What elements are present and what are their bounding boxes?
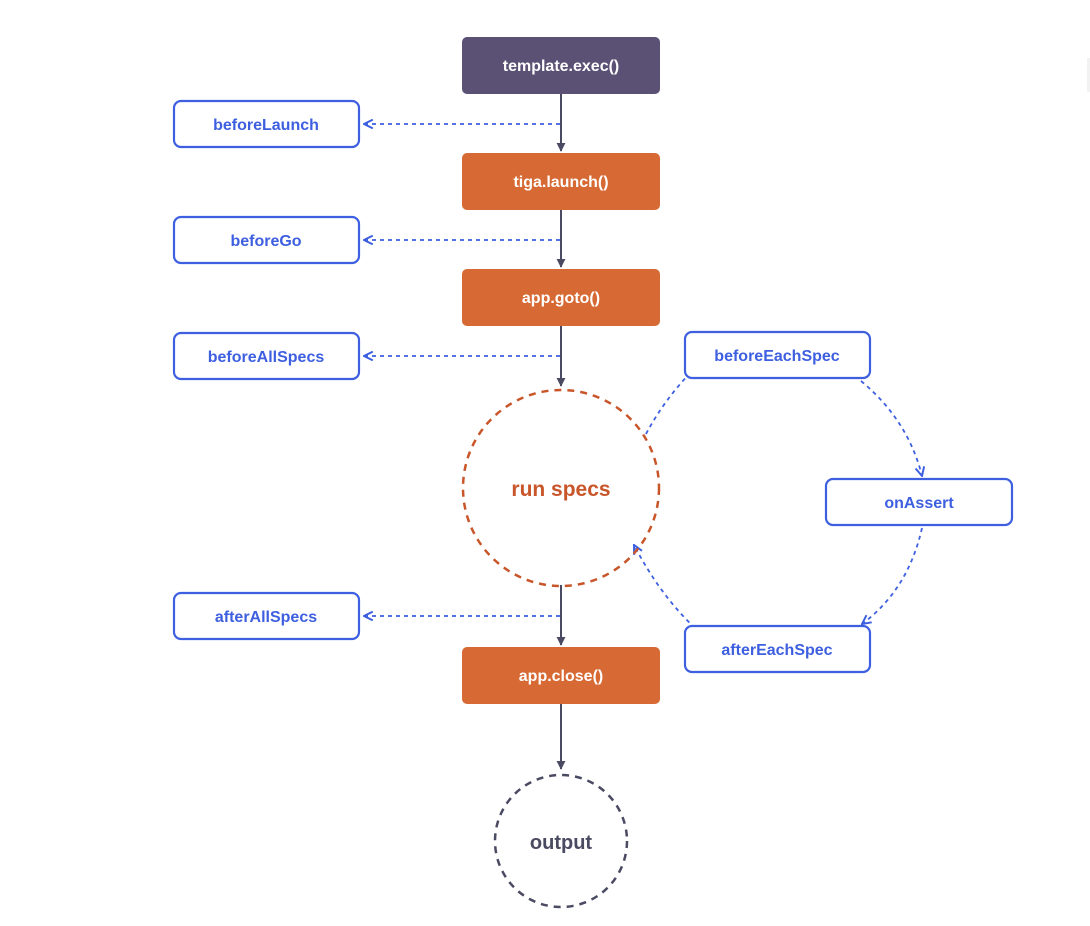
arrow-assert-to-after-each <box>862 527 923 624</box>
hook-after-each-spec: afterEachSpec <box>683 624 872 674</box>
run-specs-node: run specs <box>461 388 661 588</box>
hook-on-assert: onAssert <box>824 477 1014 527</box>
edge-decoration <box>1087 58 1090 92</box>
hook-before-launch: beforeLaunch <box>172 99 361 149</box>
hook-before-all-specs: beforeAllSpecs <box>172 331 361 381</box>
before-all-specs-label: beforeAllSpecs <box>208 349 325 366</box>
hook-arrows <box>364 124 560 616</box>
app-close-label: app.close() <box>519 668 603 685</box>
arrow-before-each-to-assert <box>860 380 922 476</box>
before-each-spec-label: beforeEachSpec <box>714 348 839 365</box>
before-launch-label: beforeLaunch <box>213 117 319 134</box>
hook-after-all-specs: afterAllSpecs <box>172 591 361 641</box>
after-each-spec-label: afterEachSpec <box>721 642 832 659</box>
app-goto-label: app.goto() <box>522 290 600 307</box>
before-go-label: beforeGo <box>230 233 301 250</box>
template-exec-node: template.exec() <box>462 37 660 94</box>
template-exec-label: template.exec() <box>503 58 620 75</box>
tiga-launch-node: tiga.launch() <box>462 153 660 210</box>
output-node: output <box>493 773 629 909</box>
hook-before-each-spec: beforeEachSpec <box>683 330 872 380</box>
app-goto-node: app.goto() <box>462 269 660 326</box>
arrow-after-each-to-run <box>634 545 696 629</box>
on-assert-label: onAssert <box>884 495 954 512</box>
tiga-launch-label: tiga.launch() <box>513 174 608 191</box>
after-all-specs-label: afterAllSpecs <box>215 609 317 626</box>
output-label: output <box>530 832 593 854</box>
hook-before-go: beforeGo <box>172 215 361 265</box>
app-close-node: app.close() <box>462 647 660 704</box>
run-specs-label: run specs <box>511 478 610 501</box>
